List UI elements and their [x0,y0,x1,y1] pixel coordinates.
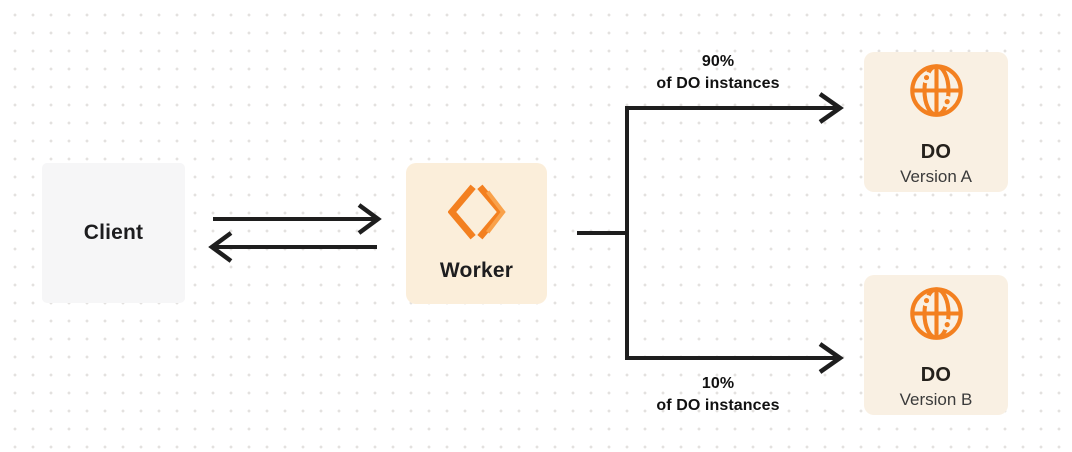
do-a-title: DO [920,141,952,163]
client-label: Client [83,221,144,244]
worker-node: Worker [406,163,547,304]
workers-icon [447,184,506,240]
split-label-90: 90% of DO instances [618,51,818,95]
do-b-title: DO [920,364,952,386]
worker-label: Worker [439,259,514,282]
split-percent-90: 90% [701,53,735,70]
split-caption-90: of DO instances [656,75,780,92]
do-version-b-node: DO Version B [864,275,1008,415]
arrowhead-left-icon [208,231,233,263]
arrowhead-to-do-a-icon [818,92,844,124]
do-a-subtitle: Version A [900,167,972,186]
arrowhead-right-icon [357,203,382,235]
split-percent-10: 10% [701,375,735,392]
globe-icon [909,64,963,117]
arrowhead-to-do-b-icon [818,342,844,374]
do-b-subtitle: Version B [899,390,973,409]
split-caption-10: of DO instances [656,397,780,414]
split-label-10: 10% of DO instances [618,373,818,417]
do-version-a-node: DO Version A [864,52,1008,192]
branch-split-line [625,106,836,360]
client-node: Client [42,163,185,303]
globe-icon [909,287,963,340]
